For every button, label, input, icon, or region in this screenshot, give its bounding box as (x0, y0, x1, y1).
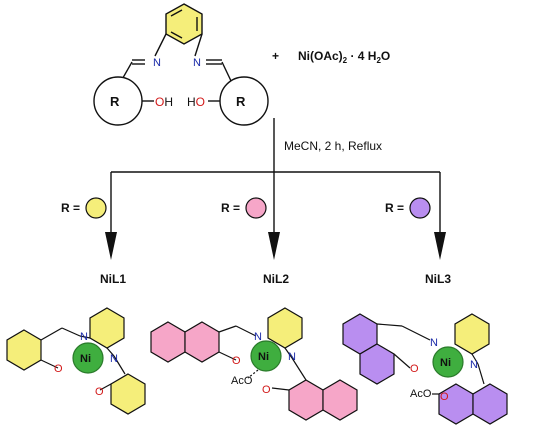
nil3-ni-label: Ni (440, 357, 451, 369)
plus-sign: + (272, 49, 279, 63)
complex-nil2 (150, 307, 358, 421)
nil3-naph-d (472, 383, 508, 425)
nil2-o2: O (262, 384, 271, 396)
nil1-ni-center (72, 342, 104, 374)
reaction-conditions: MeCN, 2 h, Reflux (284, 139, 382, 153)
ligand-oh-left: OH (155, 95, 173, 109)
r-circle-yellow (85, 197, 107, 219)
r-label-2: R = (221, 201, 240, 215)
complex-nil1 (6, 307, 146, 415)
nil2-o1: O (232, 355, 241, 367)
nil3-acetate: AcO (410, 388, 432, 400)
nil3-naph-c (438, 383, 474, 425)
nil2-acetate: AcO (231, 375, 253, 387)
nil2-n2: N (288, 351, 296, 363)
product-label-2: NiL2 (263, 272, 289, 286)
reaction-arrows (110, 118, 441, 246)
nil2-naph-c (288, 379, 324, 421)
nil1-o1: O (54, 363, 63, 375)
ligand-n-right: N (193, 57, 201, 69)
product-label-1: NiL1 (100, 272, 126, 286)
nil2-naph-a (150, 321, 186, 363)
arrow-heads (105, 232, 446, 260)
nil1-ni-label: Ni (80, 353, 91, 365)
nil3-ring-top (454, 313, 490, 355)
ligand-r-left: R (110, 94, 120, 109)
ligand-r-right: R (236, 94, 246, 109)
nil1-o2: O (95, 386, 104, 398)
nil1-n1: N (80, 331, 88, 343)
nil1-ring-bottom (110, 373, 146, 415)
r-circle-purple (409, 197, 431, 219)
nil2-ni-center (250, 340, 282, 372)
nil3-o2: O (440, 391, 449, 403)
nil1-ring-top (89, 307, 125, 349)
nil2-ni-label: Ni (258, 351, 269, 363)
ligand-structure (93, 3, 269, 126)
r-label-3: R = (385, 201, 404, 215)
arrow-head-right (434, 232, 446, 260)
ligand-oh-right: HO (187, 95, 205, 109)
nil2-naph-d (322, 379, 358, 421)
r-circle-pink (245, 197, 267, 219)
nil2-ring-top (267, 307, 303, 349)
nil3-o1: O (410, 363, 419, 375)
nil3-n2: N (470, 359, 478, 371)
r-label-1: R = (61, 201, 80, 215)
nil1-ring-left (6, 329, 42, 371)
nil2-n1: N (254, 331, 262, 343)
complex-nil3 (342, 313, 508, 425)
arrow-head-middle (268, 232, 280, 260)
nil3-ni-center (432, 346, 464, 378)
reagent-formula: Ni(OAc)2 · 4 H2O (298, 49, 390, 65)
product-label-3: NiL3 (425, 272, 451, 286)
ligand-n-left: N (153, 57, 161, 69)
nil1-n2: N (110, 353, 118, 365)
arrow-head-left (105, 232, 117, 260)
nil2-naph-b (184, 321, 220, 363)
nil3-n1: N (430, 337, 438, 349)
